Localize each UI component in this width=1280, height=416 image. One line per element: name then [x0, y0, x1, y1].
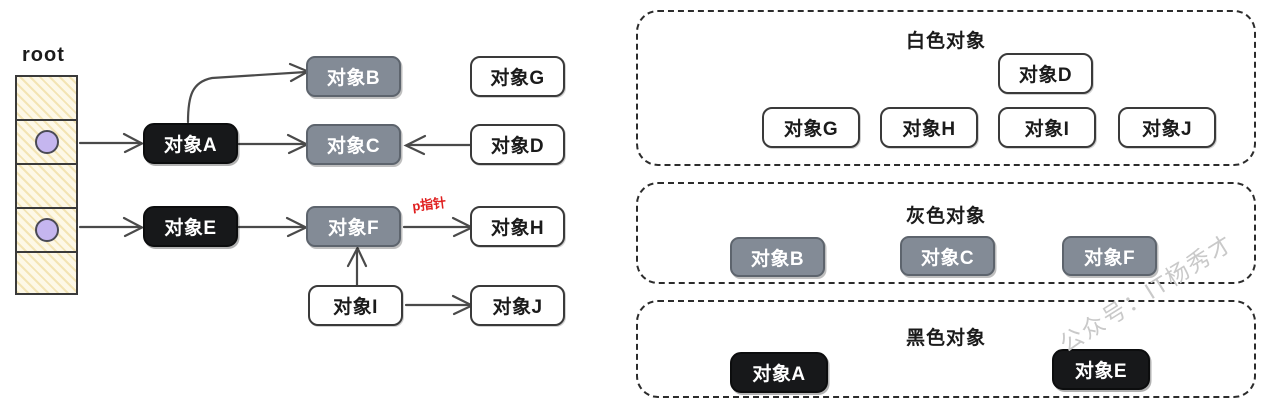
graph-node-B[interactable]: 对象B	[306, 56, 401, 97]
legend-node-D[interactable]: 对象D	[998, 53, 1093, 94]
legend-node-J[interactable]: 对象J	[1118, 107, 1216, 148]
legend-node-C[interactable]: 对象C	[900, 236, 995, 276]
root-stack	[15, 75, 78, 295]
graph-node-I[interactable]: 对象I	[308, 285, 403, 326]
graph-node-C[interactable]: 对象C	[306, 124, 401, 165]
legend-node-B[interactable]: 对象B	[730, 237, 825, 277]
graph-node-F[interactable]: 对象F	[306, 206, 401, 247]
legend-node-E[interactable]: 对象E	[1052, 349, 1150, 390]
legend-node-G[interactable]: 对象G	[762, 107, 860, 148]
root-label: root	[22, 44, 65, 66]
graph-node-D[interactable]: 对象D	[470, 124, 565, 165]
root-stack-cell	[17, 77, 76, 121]
panel-white-objects-title: 白色对象	[905, 31, 986, 52]
panel-black-objects-title: 黑色对象	[905, 328, 986, 349]
panel-gray-objects-title: 灰色对象	[905, 206, 986, 227]
graph-node-G[interactable]: 对象G	[470, 56, 565, 97]
graph-node-H[interactable]: 对象H	[470, 206, 565, 247]
graph-node-A[interactable]: 对象A	[143, 123, 238, 164]
root-pointer-dot	[34, 130, 59, 154]
legend-node-I[interactable]: 对象I	[998, 107, 1096, 148]
legend-node-H[interactable]: 对象H	[880, 107, 978, 148]
root-pointer-dot	[34, 218, 59, 242]
panel-gray-objects: 灰色对象	[636, 182, 1256, 284]
legend-node-F[interactable]: 对象F	[1062, 236, 1157, 276]
root-stack-cell	[17, 121, 76, 165]
root-stack-cell	[17, 209, 76, 253]
panel-black-objects: 黑色对象	[636, 300, 1256, 398]
graph-node-E[interactable]: 对象E	[143, 206, 238, 247]
p-pointer-annotation: p指针	[411, 194, 447, 214]
legend-node-A[interactable]: 对象A	[730, 352, 828, 393]
panel-white-objects: 白色对象	[636, 10, 1256, 166]
root-stack-cell	[17, 253, 76, 297]
graph-node-J[interactable]: 对象J	[470, 285, 565, 326]
root-stack-cell	[17, 165, 76, 209]
